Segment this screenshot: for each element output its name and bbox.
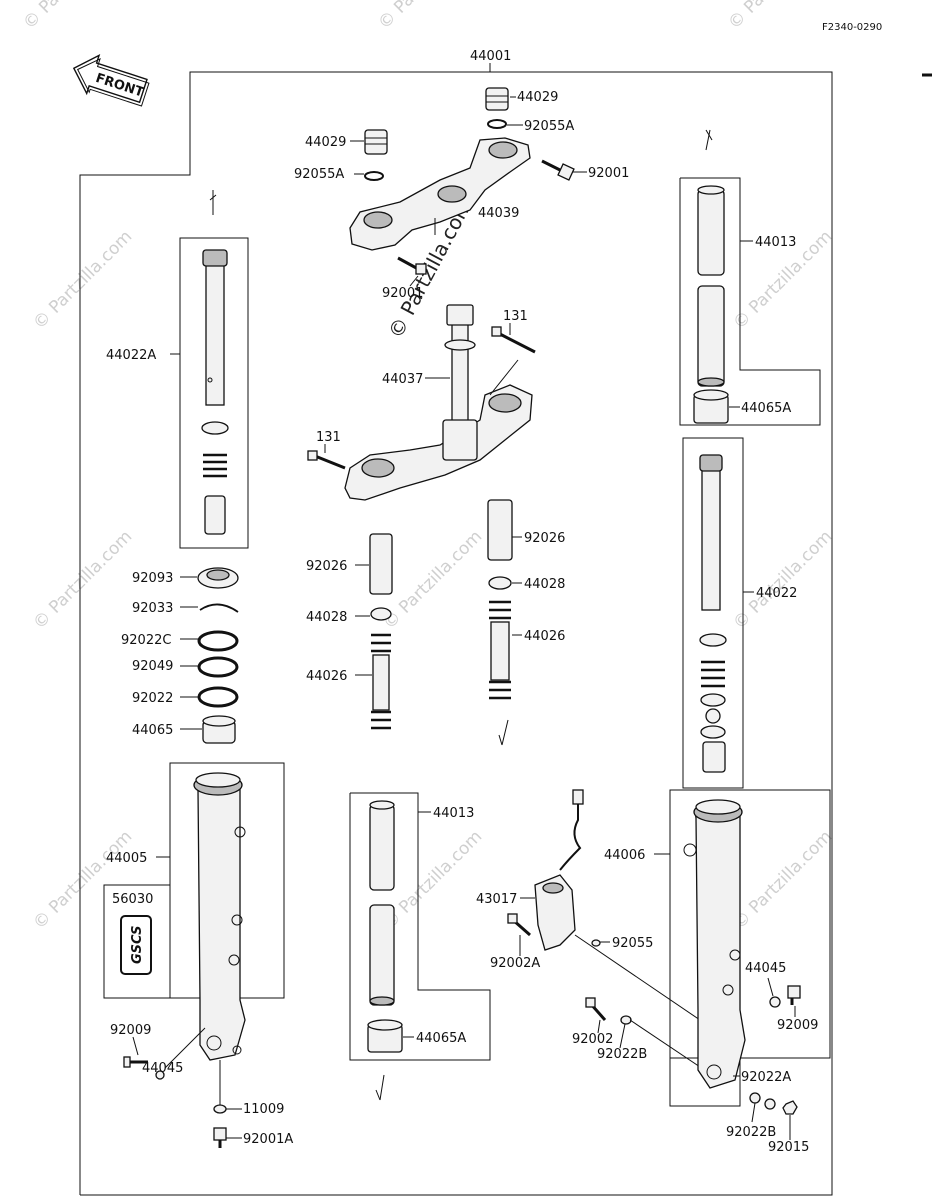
center-tube-group: 44013 44065A: [349, 792, 491, 1101]
label-44028-left: 44028: [306, 610, 347, 625]
cap-bolt-44029-left: [364, 129, 388, 155]
label-92002: 92002: [572, 1032, 613, 1047]
outer-tube-44005: [193, 784, 246, 1061]
label-92002a: 92002A: [490, 956, 540, 971]
label-44013-right: 44013: [755, 235, 796, 250]
spacer-92026-right: [487, 499, 513, 561]
watermark: © Partzilla.com: [29, 227, 136, 334]
o-ring-92055a: [487, 119, 507, 129]
right-outer-tube-group: 44006 44045 92009 92022A 92022B 92015: [604, 789, 831, 1155]
label-44065: 44065: [132, 723, 173, 738]
label-92022c: 92022C: [121, 633, 171, 648]
watermark: © Partzilla.com: [379, 827, 486, 934]
label-131-a: 131: [503, 309, 528, 324]
front-arrow: FRONT: [72, 54, 150, 107]
sensor-group: 43017 92055 92002A 92002 92022B: [476, 789, 713, 1076]
label-92009-right: 92009: [777, 1018, 818, 1033]
label-11009: 11009: [243, 1102, 284, 1117]
label-92001: 92001: [588, 166, 629, 181]
steering-stem-group: 44037 131 131: [307, 304, 536, 501]
label-44039: 44039: [478, 206, 519, 221]
damper-rod-44022: [701, 459, 721, 611]
label-92026-left: 92026: [306, 559, 347, 574]
right-top-group: 44013 44065A: [679, 129, 821, 426]
label-44037: 44037: [382, 372, 423, 387]
right-damper-group: 44022: [682, 437, 797, 789]
sensor-43017: [534, 874, 576, 951]
label-56030: 56030: [112, 892, 153, 907]
label-92022: 92022: [132, 691, 173, 706]
inner-tube-44013: [697, 189, 725, 276]
label-44045-left: 44045: [142, 1061, 183, 1076]
damper-rod-44022a: [205, 254, 225, 406]
label-44022: 44022: [756, 586, 797, 601]
label-92015: 92015: [768, 1140, 809, 1155]
label-43017: 43017: [476, 892, 517, 907]
label-92049: 92049: [132, 659, 173, 674]
label-92093: 92093: [132, 571, 173, 586]
decal-text: GSCS: [130, 926, 145, 964]
diagram-code: F2340-0290: [822, 22, 882, 33]
label-92022b-b: 92022B: [726, 1125, 776, 1140]
label-44065a-center: 44065A: [416, 1031, 466, 1046]
watermark: © Partzilla.com: [729, 527, 836, 634]
label-44013-center: 44013: [433, 806, 474, 821]
label-92033: 92033: [132, 601, 173, 616]
label-44026-left: 44026: [306, 669, 347, 684]
left-outer-tube-group: 44005 56030 GSCS 92009 44045 11009 92001…: [103, 762, 293, 1148]
label-44045-right: 44045: [745, 961, 786, 976]
outer-tube-44006: [694, 811, 746, 1089]
label-44022a: 44022A: [106, 348, 156, 363]
watermark: © Partzilla.com: [379, 527, 486, 634]
seal-stack: 92093 92033 92022C 92049 92022 44065: [121, 567, 239, 744]
label-92009-left: 92009: [110, 1023, 151, 1038]
cap-bolt-44029: [485, 87, 509, 111]
assembly-outline: 44001: [79, 49, 932, 1196]
label-92055a-left: 92055A: [294, 167, 344, 182]
watermark: © Partzilla.com: [19, 0, 126, 34]
label-44029-top: 44029: [517, 90, 558, 105]
label-92055: 92055: [612, 936, 653, 951]
label-44065a-right: 44065A: [741, 401, 791, 416]
watermark: © Partzilla.com: [724, 0, 831, 34]
label-44006: 44006: [604, 848, 645, 863]
left-damper-group: 44022A: [106, 190, 249, 549]
fork-springs: 92026 44028 44026 92026 44028 44026: [306, 499, 565, 746]
label-92055a-top: 92055A: [524, 119, 574, 134]
label-92022b-a: 92022B: [597, 1047, 647, 1062]
watermark: © Partzilla.com: [729, 827, 836, 934]
o-ring-92055a-left: [364, 171, 384, 181]
label-131-b: 131: [316, 430, 341, 445]
inner-tube-44013-center: [369, 804, 395, 891]
label-92001-bolt: 92001: [382, 286, 423, 301]
watermark: © Partzilla.com: [374, 0, 481, 34]
watermark: © Partzilla.com: [29, 527, 136, 634]
label-92022a: 92022A: [741, 1070, 791, 1085]
label-92001a: 92001A: [243, 1132, 293, 1147]
washer-92022: [197, 686, 239, 708]
watermark: © Partzilla.com: [29, 827, 136, 934]
label-44028-right: 44028: [524, 577, 565, 592]
label-44026-right: 44026: [524, 629, 565, 644]
label-44005: 44005: [106, 851, 147, 866]
label-44001: 44001: [470, 49, 511, 64]
label-92026-right: 92026: [524, 531, 565, 546]
label-44029-left: 44029: [305, 135, 346, 150]
decal-56030: GSCS: [120, 915, 152, 975]
spacer-92026-left: [369, 533, 393, 595]
oil-seal-92049: [197, 656, 239, 678]
washer-92022c: [197, 630, 239, 652]
upper-bracket-group: 44029 92055A 44029 92055A 92001 44039 92…: [294, 87, 629, 301]
